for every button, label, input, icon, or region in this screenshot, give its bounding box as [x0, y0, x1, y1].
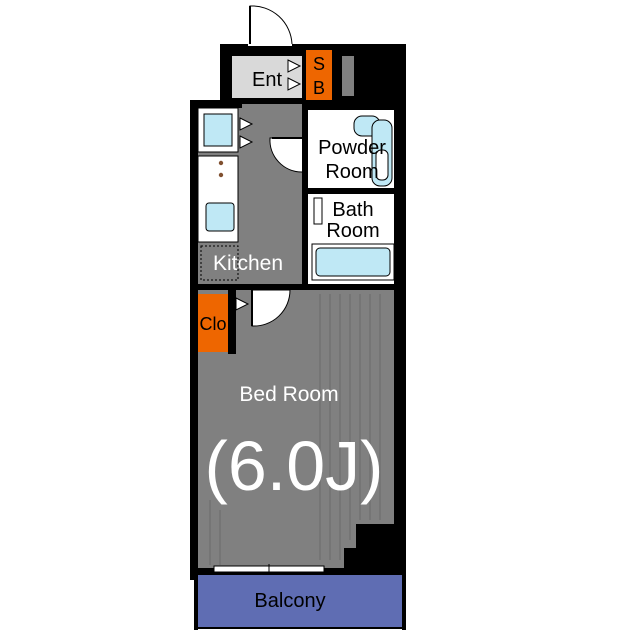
sink-icon	[205, 202, 235, 232]
shoe-box	[306, 50, 332, 100]
bedroom-floor-stripes	[209, 294, 381, 565]
sliding-window-icon	[213, 564, 325, 574]
shoe-box-label-b: B	[313, 78, 325, 98]
door-swing-icon	[287, 59, 302, 91]
door-swing-icon	[269, 137, 303, 173]
bath-room-label-2: Room	[326, 220, 379, 242]
door-swing-icon	[313, 197, 323, 225]
balcony-rail-right	[402, 572, 406, 630]
pillar	[356, 524, 396, 568]
balcony-label: Balcony	[254, 590, 325, 612]
balcony-rail-left	[194, 572, 198, 630]
kitchen-label: Kitchen	[213, 252, 283, 275]
wall-kitchen-top	[198, 102, 242, 108]
powder-room-label-2: Room	[325, 161, 378, 183]
washing-machine-icon	[197, 107, 239, 153]
pillar-step	[344, 548, 358, 568]
bath-room-label-1: Bath	[332, 199, 373, 221]
wall-ent-shoe	[302, 56, 306, 106]
closet-label: Clo	[199, 314, 226, 334]
powder-room-label-1: Powder	[318, 137, 386, 159]
door-swing-icon	[251, 289, 291, 327]
wall-bath-bed	[198, 284, 398, 290]
hall-floor	[242, 98, 302, 286]
door-swing-icon	[235, 297, 250, 311]
bathtub-icon	[311, 243, 395, 281]
wall-top-divider	[232, 98, 302, 104]
pipe-shaft-inner	[342, 56, 354, 96]
stove-icon	[218, 160, 224, 178]
closet	[198, 294, 228, 352]
fridge-icon	[200, 245, 239, 281]
entrance-label: Ent	[252, 69, 282, 91]
door-swing-icon	[248, 5, 293, 46]
bedroom-size-label: (6.0J)	[205, 427, 384, 505]
wall-powder-bath	[306, 188, 398, 194]
wall-powder-left	[302, 106, 308, 286]
shoe-box-label-s: S	[313, 54, 325, 74]
bedroom-label: Bed Room	[239, 383, 338, 406]
door-swing-icon	[239, 117, 254, 149]
toilet-icon	[371, 119, 393, 187]
closet-wall	[228, 290, 236, 354]
